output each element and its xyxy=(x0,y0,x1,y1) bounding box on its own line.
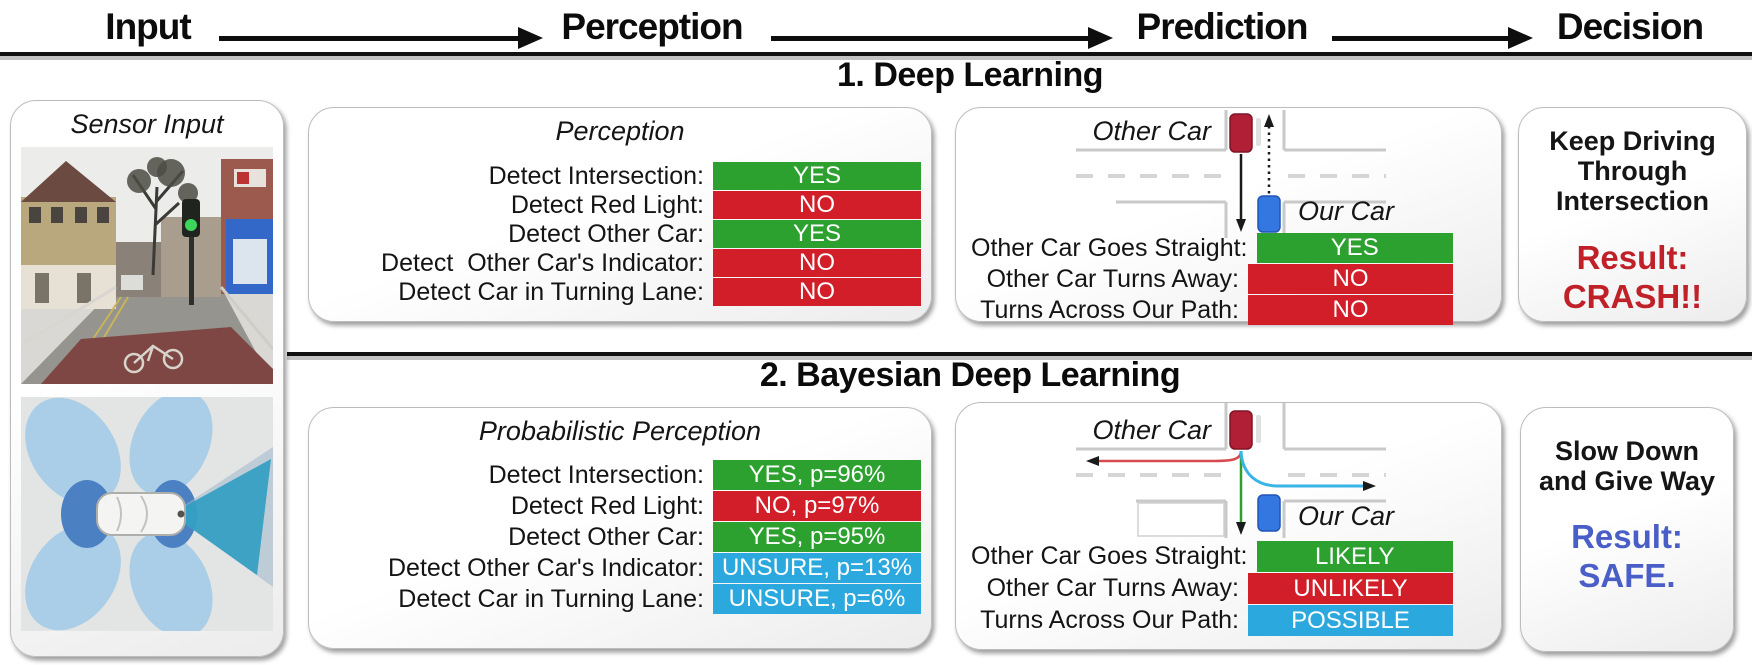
detection-label: Detect Car in Turning Lane: xyxy=(398,277,704,306)
prediction-label: Other Car Goes Straight: xyxy=(971,542,1248,570)
detection-row: Detect Car in Turning Lane: NO xyxy=(321,278,921,306)
result-value: CRASH!! xyxy=(1562,277,1703,315)
detection-value-badge: NO, p=97% xyxy=(713,491,921,521)
bdl-detection-rows: Detect Intersection: YES, p=96% Detect R… xyxy=(321,460,921,615)
prediction-label: Other Car Goes Straight: xyxy=(971,233,1248,262)
section-divider xyxy=(287,352,1752,356)
detection-row: Detect Intersection: YES xyxy=(321,162,921,190)
prediction-label: Turns Across Our Path: xyxy=(980,295,1239,324)
prediction-label: Other Car Turns Away: xyxy=(986,264,1239,293)
header-divider xyxy=(0,52,1752,56)
our-car-label: Our Car xyxy=(1298,196,1395,226)
prediction-label: Other Car Turns Away: xyxy=(986,574,1239,602)
dl-decision-action: Keep Driving Through Intersection xyxy=(1549,126,1716,217)
bdl-decision-result: Result: SAFE. xyxy=(1531,518,1723,596)
result-label: Result: xyxy=(1576,238,1689,276)
detection-value-badge: NO xyxy=(713,278,921,306)
prediction-row: Other Car Turns Away: UNLIKELY xyxy=(971,573,1453,604)
prediction-value-badge: NO xyxy=(1248,264,1453,294)
detection-row: Detect Intersection: YES, p=96% xyxy=(321,460,921,490)
dl-intersection-diagram xyxy=(1076,110,1386,238)
prediction-row: Other Car Goes Straight: YES xyxy=(971,233,1453,263)
detection-value-badge: YES xyxy=(713,220,921,248)
detection-row: Detect Car in Turning Lane: UNSURE, p=6% xyxy=(321,584,921,614)
dl-perception-title: Perception xyxy=(555,116,685,146)
dl-prediction-card: Other Car Our Car Other Car Goes Straigh… xyxy=(955,107,1502,325)
section-heading-bayesian: 2. Bayesian Deep Learning xyxy=(759,356,1181,394)
detection-row: Detect Other Car's Indicator: NO xyxy=(321,249,921,277)
bdl-intersection-diagram xyxy=(1076,403,1386,538)
bdl-decision-card: Slow Down and Give Way Result: SAFE. xyxy=(1520,407,1734,652)
prediction-value-badge: POSSIBLE xyxy=(1248,605,1453,636)
bdl-prediction-card: Other Car Our Car Other Car Goes Straigh… xyxy=(955,402,1502,650)
sensor-input-card: Sensor Input xyxy=(10,100,284,657)
prediction-value-badge: LIKELY xyxy=(1256,541,1453,572)
prediction-value-badge: NO xyxy=(1248,295,1453,325)
detection-value-badge: YES, p=95% xyxy=(713,522,921,552)
dl-perception-card: Perception Detect Intersection: YES Dete… xyxy=(308,107,932,322)
detection-value-badge: UNSURE, p=6% xyxy=(713,584,921,614)
bdl-decision-action: Slow Down and Give Way xyxy=(1538,436,1716,497)
detection-label: Detect Car in Turning Lane: xyxy=(398,584,704,613)
detection-value-badge: YES, p=96% xyxy=(713,460,921,490)
prediction-row: Turns Across Our Path: NO xyxy=(971,295,1453,325)
our-car-label: Our Car xyxy=(1298,501,1395,531)
detection-value-badge: YES xyxy=(713,162,921,190)
camera-street-image xyxy=(21,147,273,384)
detection-row: Detect Other Car: YES xyxy=(321,220,921,248)
prediction-label: Turns Across Our Path: xyxy=(980,606,1239,634)
stage-input: Input xyxy=(105,6,191,47)
flow-arrow-icon xyxy=(771,27,1113,49)
other-car-label: Other Car xyxy=(1092,116,1211,146)
prediction-row: Other Car Turns Away: NO xyxy=(971,264,1453,294)
section-heading-deep-learning: 1. Deep Learning xyxy=(837,56,1103,94)
bdl-perception-title: Probabilistic Perception xyxy=(478,416,762,446)
stage-perception: Perception xyxy=(561,6,743,47)
detection-row: Detect Red Light: NO xyxy=(321,191,921,219)
dl-decision-card: Keep Driving Through Intersection Result… xyxy=(1518,107,1747,322)
result-label: Result: xyxy=(1571,518,1683,556)
flow-arrow-icon xyxy=(1332,27,1533,49)
stage-prediction: Prediction xyxy=(1136,6,1309,47)
flow-arrow-icon xyxy=(219,27,543,49)
prediction-row: Turns Across Our Path: POSSIBLE xyxy=(971,605,1453,636)
detection-label: Detect Other Car: xyxy=(508,522,704,551)
detection-row: Detect Other Car's Indicator: UNSURE, p=… xyxy=(321,553,921,583)
sensor-input-title: Sensor Input xyxy=(70,109,224,139)
detection-row: Detect Other Car: YES, p=95% xyxy=(321,522,921,552)
detection-label: Detect Other Car's Indicator: xyxy=(381,248,704,277)
detection-label: Detect Red Light: xyxy=(510,190,704,219)
dl-decision-result: Result: CRASH!! xyxy=(1529,239,1736,317)
detection-value-badge: UNSURE, p=13% xyxy=(713,553,921,583)
dl-detection-rows: Detect Intersection: YES Detect Red Ligh… xyxy=(321,162,921,307)
lidar-coverage-image xyxy=(21,397,273,631)
bdl-perception-card: Probabilistic Perception Detect Intersec… xyxy=(308,407,932,649)
prediction-value-badge: YES xyxy=(1256,233,1453,263)
stage-decision: Decision xyxy=(1556,6,1704,47)
bdl-prediction-rows: Other Car Goes Straight: LIKELY Other Ca… xyxy=(971,541,1453,637)
prediction-row: Other Car Goes Straight: LIKELY xyxy=(971,541,1453,572)
detection-row: Detect Red Light: NO, p=97% xyxy=(321,491,921,521)
dl-prediction-rows: Other Car Goes Straight: YES Other Car T… xyxy=(971,233,1453,326)
other-car-label: Other Car xyxy=(1092,415,1211,445)
detection-value-badge: NO xyxy=(713,249,921,277)
detection-label: Detect Other Car's Indicator: xyxy=(387,553,704,582)
prediction-value-badge: UNLIKELY xyxy=(1248,573,1453,604)
detection-label: Detect Intersection: xyxy=(488,161,704,190)
detection-label: Detect Other Car: xyxy=(508,219,704,248)
detection-value-badge: NO xyxy=(713,191,921,219)
detection-label: Detect Intersection: xyxy=(488,460,704,489)
result-value: SAFE. xyxy=(1578,557,1676,595)
detection-label: Detect Red Light: xyxy=(510,491,704,520)
